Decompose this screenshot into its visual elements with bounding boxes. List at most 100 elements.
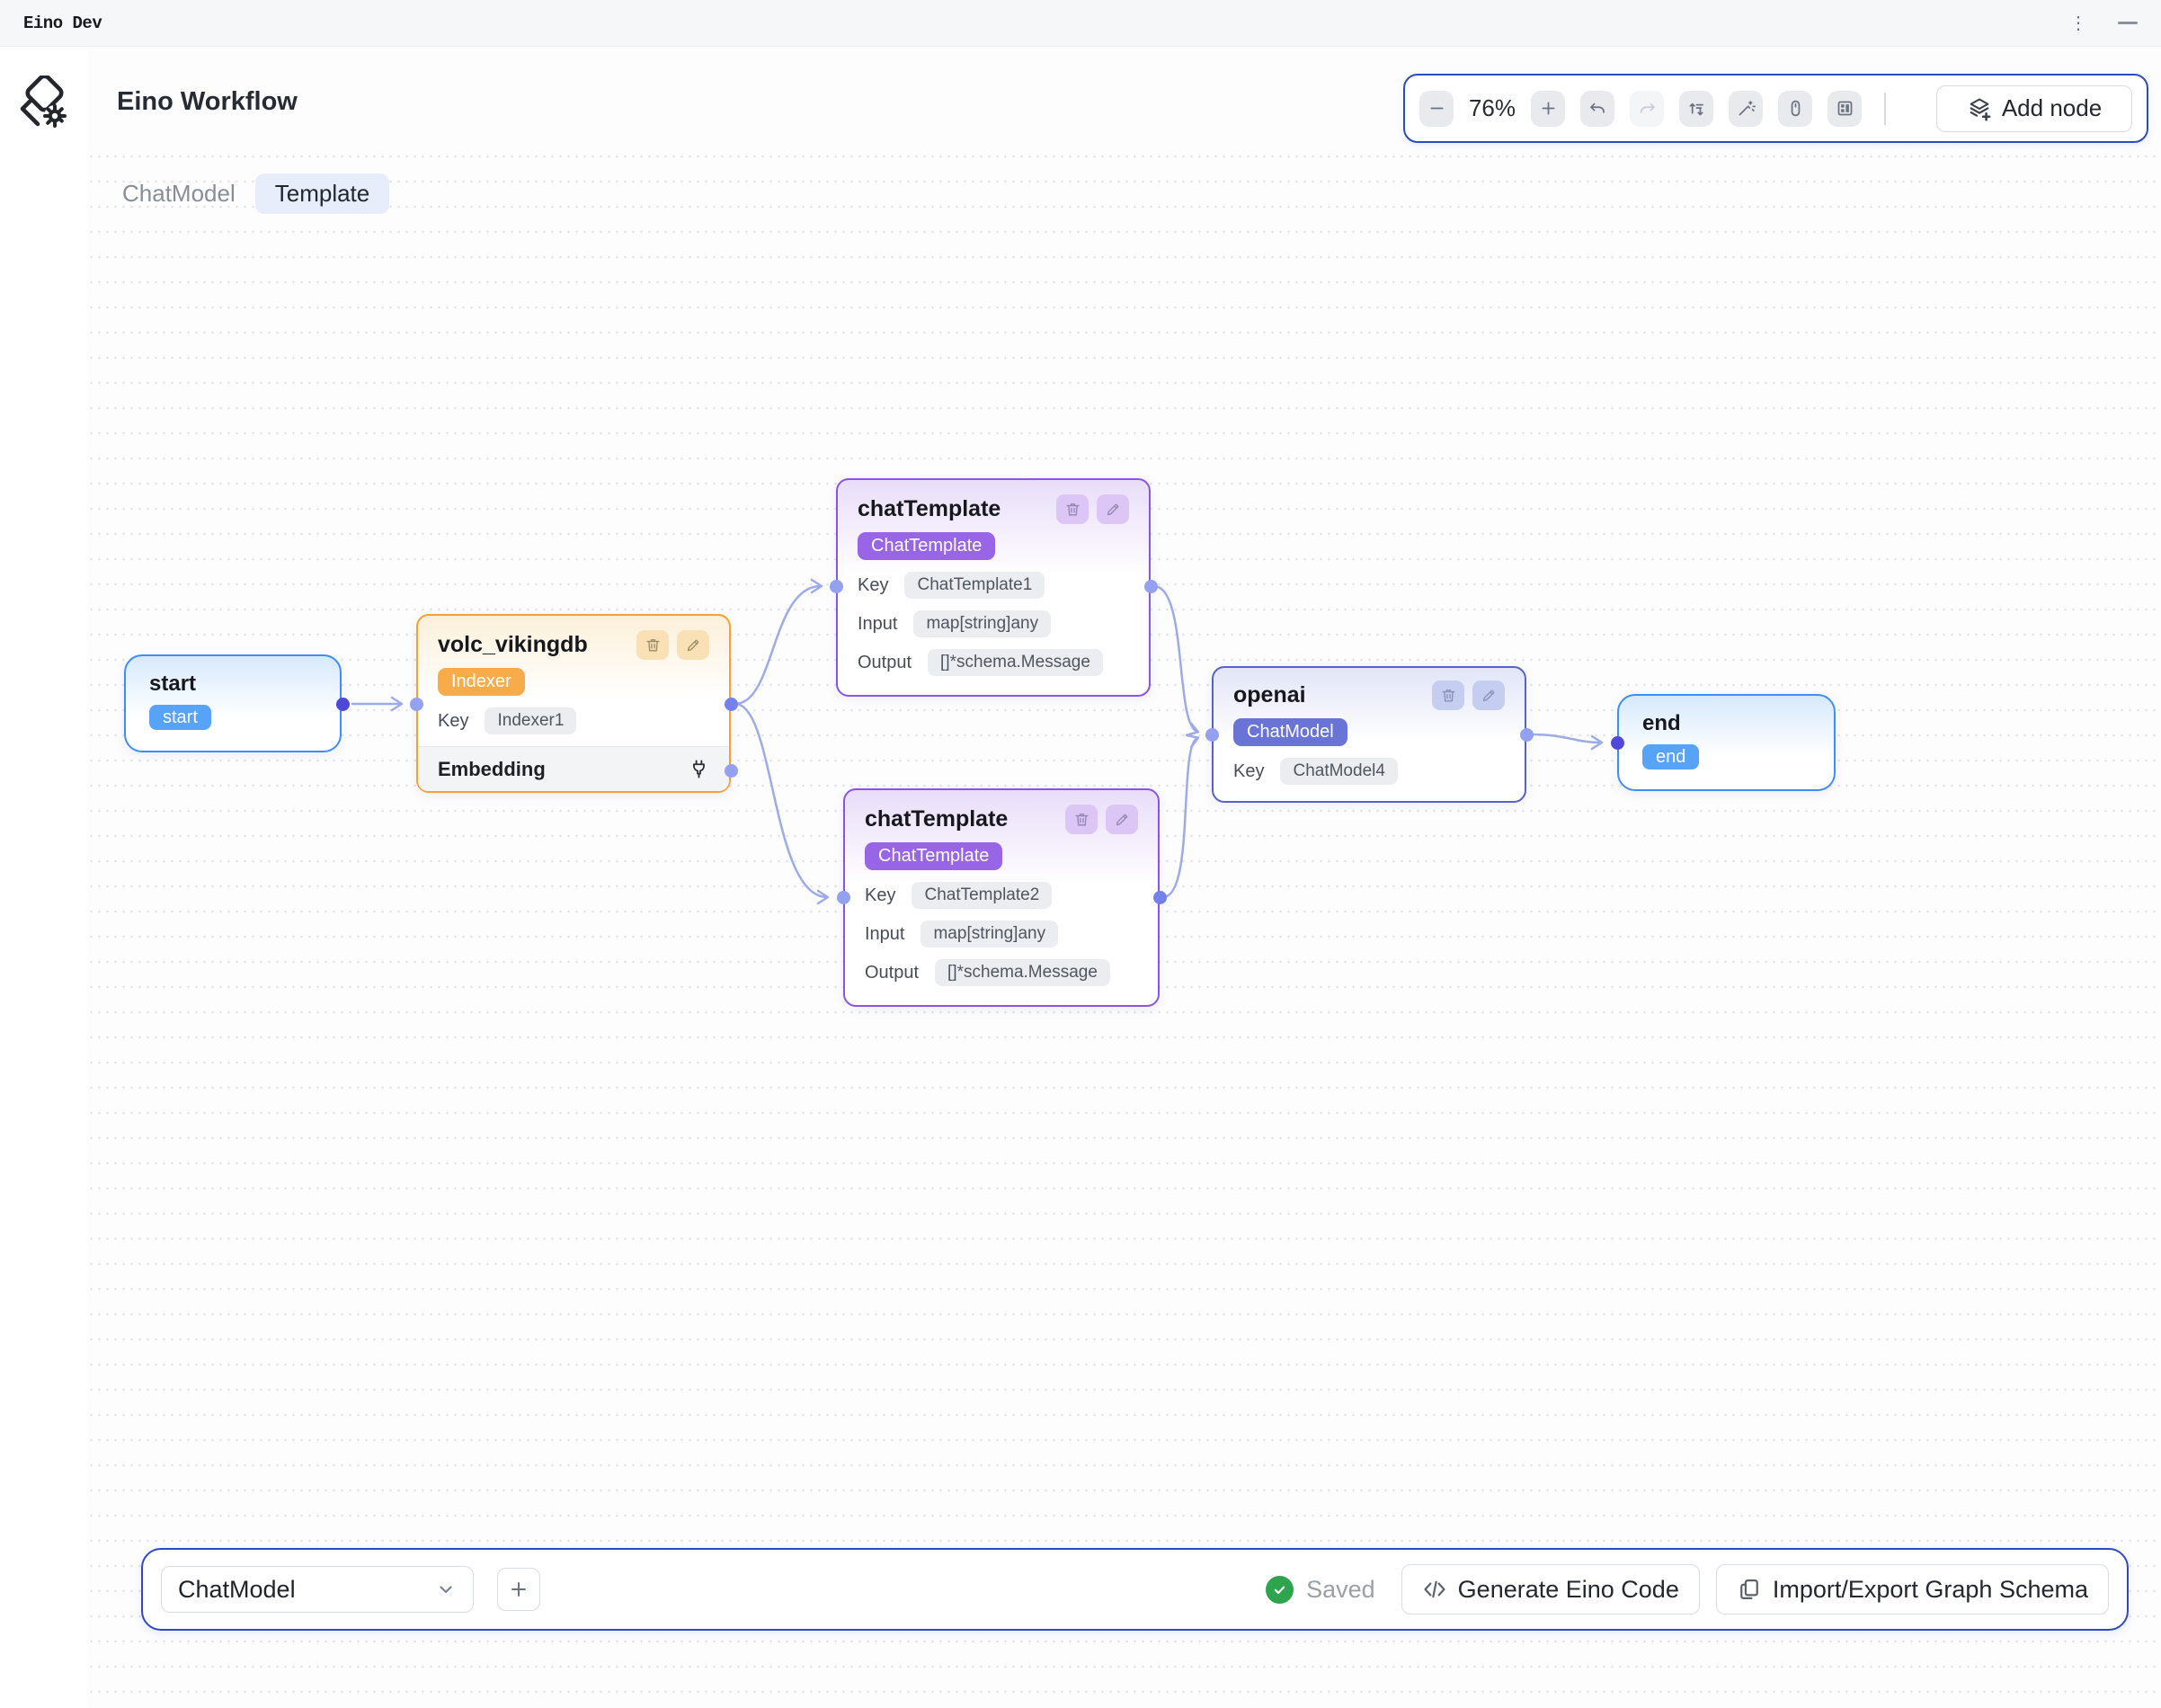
port-chattemplate2-out[interactable] xyxy=(1153,891,1167,904)
edge-volc-to-chattemplate2[interactable] xyxy=(734,702,830,905)
trash-icon xyxy=(645,639,660,652)
auto-layout-button[interactable] xyxy=(1679,90,1713,127)
port-openai-out[interactable] xyxy=(1520,728,1534,742)
edge-openai-to-end[interactable] xyxy=(1530,733,1604,751)
pencil-icon xyxy=(1482,689,1494,702)
page-title: Eino Workflow xyxy=(117,87,298,116)
embedding-section[interactable]: Embedding xyxy=(418,746,729,791)
row-value: map[string]any xyxy=(920,921,1059,947)
port-chattemplate1-out[interactable] xyxy=(1144,580,1158,593)
redo-button[interactable] xyxy=(1630,90,1664,127)
edge-chattemplate1-to-openai[interactable] xyxy=(1154,584,1200,736)
node-type-badge: ChatTemplate xyxy=(858,532,996,560)
window-title: Eino Dev xyxy=(23,13,102,33)
pencil-icon xyxy=(1107,503,1118,516)
save-status: Saved xyxy=(1266,1575,1375,1604)
edge-volc-to-chattemplate1[interactable] xyxy=(734,578,823,706)
node-title: end xyxy=(1642,711,1681,735)
port-chattemplate2-in[interactable] xyxy=(837,891,850,904)
plus-icon xyxy=(511,1582,526,1597)
mouse-mode-button[interactable] xyxy=(1778,90,1812,127)
port-end-in[interactable] xyxy=(1611,736,1624,750)
edit-node-button[interactable] xyxy=(1097,494,1129,524)
undo-button[interactable] xyxy=(1580,90,1614,127)
row-label: Output xyxy=(865,962,920,983)
document-copy-icon xyxy=(1739,1579,1758,1600)
graph-tabs: ChatModel Template xyxy=(117,173,390,214)
port-volc-embedding[interactable] xyxy=(725,764,738,778)
node-type-badge: start xyxy=(149,705,211,730)
node-type-badge: ChatModel xyxy=(1233,718,1347,746)
port-openai-in[interactable] xyxy=(1205,728,1219,742)
port-volc-in[interactable] xyxy=(410,698,423,711)
trash-icon xyxy=(1065,503,1080,516)
magic-wand-button[interactable] xyxy=(1729,90,1763,127)
port-start-out[interactable] xyxy=(336,698,350,711)
trash-icon xyxy=(1441,689,1455,702)
node-volc-vikingdb[interactable]: volc_vikingdb Indexer Key Indexer1 Embed… xyxy=(416,614,731,793)
window-controls: ⋮ xyxy=(2069,14,2138,32)
port-volc-out[interactable] xyxy=(725,698,738,711)
row-label: Output xyxy=(858,652,912,672)
undo-icon xyxy=(1589,102,1605,113)
node-title: openai xyxy=(1233,682,1306,707)
row-value: Indexer1 xyxy=(485,707,577,734)
delete-node-button[interactable] xyxy=(636,630,669,660)
row-label: Key xyxy=(865,885,896,905)
generate-code-label: Generate Eino Code xyxy=(1457,1575,1679,1603)
zoom-level: 76% xyxy=(1468,94,1516,121)
minimap-button[interactable] xyxy=(1828,90,1862,127)
edit-node-button[interactable] xyxy=(1106,805,1138,834)
node-title: start xyxy=(149,672,197,696)
tab-chatmodel[interactable]: ChatModel xyxy=(122,180,236,207)
node-type-badge: Indexer xyxy=(438,668,525,696)
mouse-icon xyxy=(1791,100,1800,117)
row-value: []*schema.Message xyxy=(928,649,1103,676)
pencil-icon xyxy=(1116,814,1127,826)
delete-node-button[interactable] xyxy=(1056,494,1089,524)
node-title: chatTemplate xyxy=(858,496,1001,521)
pencil-icon xyxy=(687,639,698,652)
row-value: ChatTemplate1 xyxy=(904,572,1045,599)
row-label: Input xyxy=(865,923,905,944)
delete-node-button[interactable] xyxy=(1432,681,1464,710)
magic-wand-icon xyxy=(1739,101,1756,116)
edit-node-button[interactable] xyxy=(1472,681,1505,710)
add-node-label: Add node xyxy=(2001,94,2103,121)
minimize-icon[interactable] xyxy=(2118,22,2138,24)
edge-chattemplate2-to-openai[interactable] xyxy=(1163,734,1200,899)
graph-select[interactable]: ChatModel xyxy=(161,1566,474,1613)
chevron-down-icon xyxy=(440,1586,452,1594)
generate-code-button[interactable]: Generate Eino Code xyxy=(1401,1564,1700,1615)
kebab-menu-icon[interactable]: ⋮ xyxy=(2069,13,2087,33)
saved-check-icon xyxy=(1266,1575,1294,1604)
node-start[interactable]: start start xyxy=(124,654,342,752)
delete-node-button[interactable] xyxy=(1065,805,1098,834)
window-titlebar: Eino Dev ⋮ xyxy=(0,0,2161,47)
import-export-label: Import/Export Graph Schema xyxy=(1772,1575,2088,1603)
zoom-in-button[interactable] xyxy=(1531,90,1565,127)
zoom-out-button[interactable] xyxy=(1419,90,1454,127)
port-chattemplate1-in[interactable] xyxy=(830,580,843,593)
node-title: volc_vikingdb xyxy=(438,632,588,657)
tab-template[interactable]: Template xyxy=(254,173,390,214)
sidebar xyxy=(0,47,87,1708)
bottom-bar: ChatModel Saved Generate Eino Code Impor… xyxy=(141,1548,2129,1631)
graph-select-value: ChatModel xyxy=(178,1575,296,1603)
add-node-button[interactable]: Add node xyxy=(1936,85,2132,132)
add-graph-button[interactable] xyxy=(497,1568,540,1611)
node-title: chatTemplate xyxy=(865,806,1009,832)
import-export-button[interactable]: Import/Export Graph Schema xyxy=(1715,1564,2109,1615)
row-value: ChatModel4 xyxy=(1280,758,1398,785)
row-value: map[string]any xyxy=(913,610,1052,637)
canvas-toolbar: 76% Add node xyxy=(1403,74,2148,143)
node-end[interactable]: end end xyxy=(1617,694,1836,791)
plug-icon xyxy=(693,760,705,778)
row-value: []*schema.Message xyxy=(935,959,1110,986)
edit-node-button[interactable] xyxy=(677,630,709,660)
